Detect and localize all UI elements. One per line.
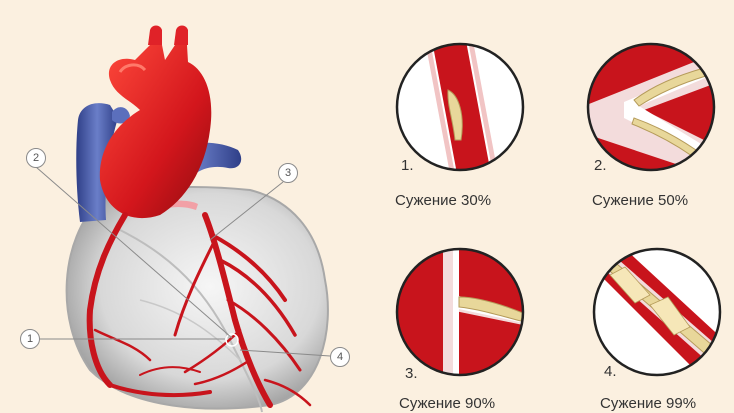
artery-cross-section-90 xyxy=(393,245,527,379)
callout-marker-2: 2 xyxy=(26,148,46,168)
panel-number-4: 4. xyxy=(604,363,617,380)
panel-label-4: Сужение 99% xyxy=(600,395,696,412)
heart-illustration xyxy=(0,0,380,413)
panel-label-1: Сужение 30% xyxy=(395,192,491,209)
callout-marker-1: 1 xyxy=(20,329,40,349)
artery-cross-section-50 xyxy=(584,40,718,174)
artery-cross-section-99 xyxy=(590,245,724,379)
artery-cross-section-30 xyxy=(393,40,527,174)
panel-number-2: 2. xyxy=(594,157,607,174)
panel-label-3: Сужение 90% xyxy=(399,395,495,412)
narrowing-panel-4: 4. Сужение 99% xyxy=(590,245,730,413)
callout-marker-3: 3 xyxy=(278,163,298,183)
narrowing-panel-3: 3. Сужение 90% xyxy=(393,245,533,413)
panel-label-2: Сужение 50% xyxy=(592,192,688,209)
panel-number-1: 1. xyxy=(401,157,414,174)
callout-marker-4: 4 xyxy=(330,347,350,367)
panel-number-3: 3. xyxy=(405,365,418,382)
narrowing-panel-1: 1. Сужение 30% xyxy=(393,40,533,215)
narrowing-panel-2: 2. Сужение 50% xyxy=(584,40,724,215)
